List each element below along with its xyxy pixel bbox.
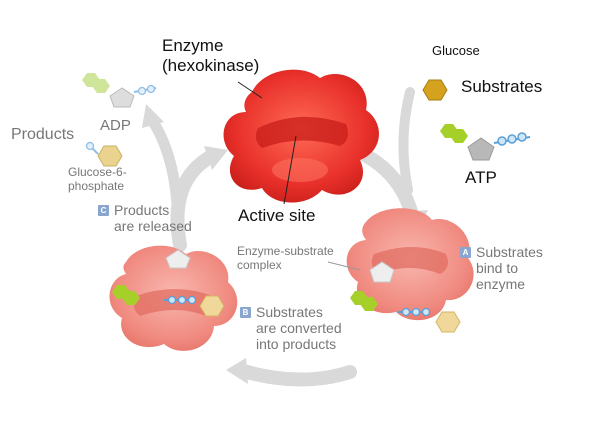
step-b-badge: B: [240, 307, 251, 318]
adp-molecule: [82, 73, 157, 108]
es-complex-label: Enzyme-substrate complex: [237, 244, 334, 273]
step-b-line2: are converted: [256, 320, 342, 337]
glucose-label: Glucose: [432, 43, 480, 58]
adp-label: ADP: [100, 117, 131, 134]
active-site-label: Active site: [238, 206, 316, 225]
step-b-text: Substrates are converted into products: [256, 304, 342, 352]
enzyme-label: Enzyme (hexokinase): [162, 36, 259, 75]
active-site-leader: [283, 135, 297, 205]
step-c-text: Products are released: [114, 202, 192, 234]
arrowhead-bottom-return: [226, 358, 248, 384]
products-label: Products: [11, 126, 75, 143]
substrates-label: Substrates: [461, 77, 543, 96]
bound-substrates: [350, 261, 461, 333]
step-c-line1: Products: [114, 202, 170, 218]
enzyme-substrate-complex: [346, 208, 474, 321]
arrowhead-to-adp: [142, 104, 164, 128]
leader-lines: [237, 81, 361, 271]
es-complex-leader: [327, 261, 361, 271]
step-a-badge: A: [460, 247, 471, 258]
enzyme-label-line1: Enzyme: [162, 36, 224, 55]
step-b-line1: Substrates: [256, 304, 323, 320]
step-a-text: Substrates bind to enzyme: [476, 244, 543, 292]
step-b-line3: into products: [256, 336, 337, 353]
glucose-6-phosphate-molecule: [85, 141, 123, 167]
g6p-label-line2: phosphate: [68, 178, 125, 193]
es-complex-label-line2: complex: [237, 257, 282, 272]
atp-molecule: [440, 124, 531, 161]
converted-products: [112, 249, 225, 317]
active-site-cleft: [255, 116, 348, 148]
g6p-label-line1: Glucose-6-: [68, 165, 127, 179]
glucose-hexagon: [422, 79, 448, 101]
step-c-badge: C: [98, 205, 109, 216]
arrow-atp-down: [398, 87, 415, 195]
es-complex-label-line1: Enzyme-substrate: [237, 244, 334, 258]
g6p-label: Glucose-6- phosphate: [68, 165, 127, 194]
enzyme-hexokinase: [223, 69, 379, 203]
step-c-line2: are released: [114, 218, 192, 235]
arrow-adp-up: [146, 114, 184, 236]
arrowhead-to-enzyme: [204, 146, 228, 170]
enzyme-leader: [237, 81, 263, 99]
step-a-line2: bind to: [476, 260, 519, 277]
step-a-line3: enzyme: [476, 276, 526, 293]
arrow-bottom-return: [233, 363, 357, 387]
step-a-line1: Substrates: [476, 244, 543, 260]
atp-label: ATP: [465, 168, 497, 187]
enzyme-label-line2: (hexokinase): [162, 55, 260, 75]
cycle-arrows: [146, 87, 419, 387]
